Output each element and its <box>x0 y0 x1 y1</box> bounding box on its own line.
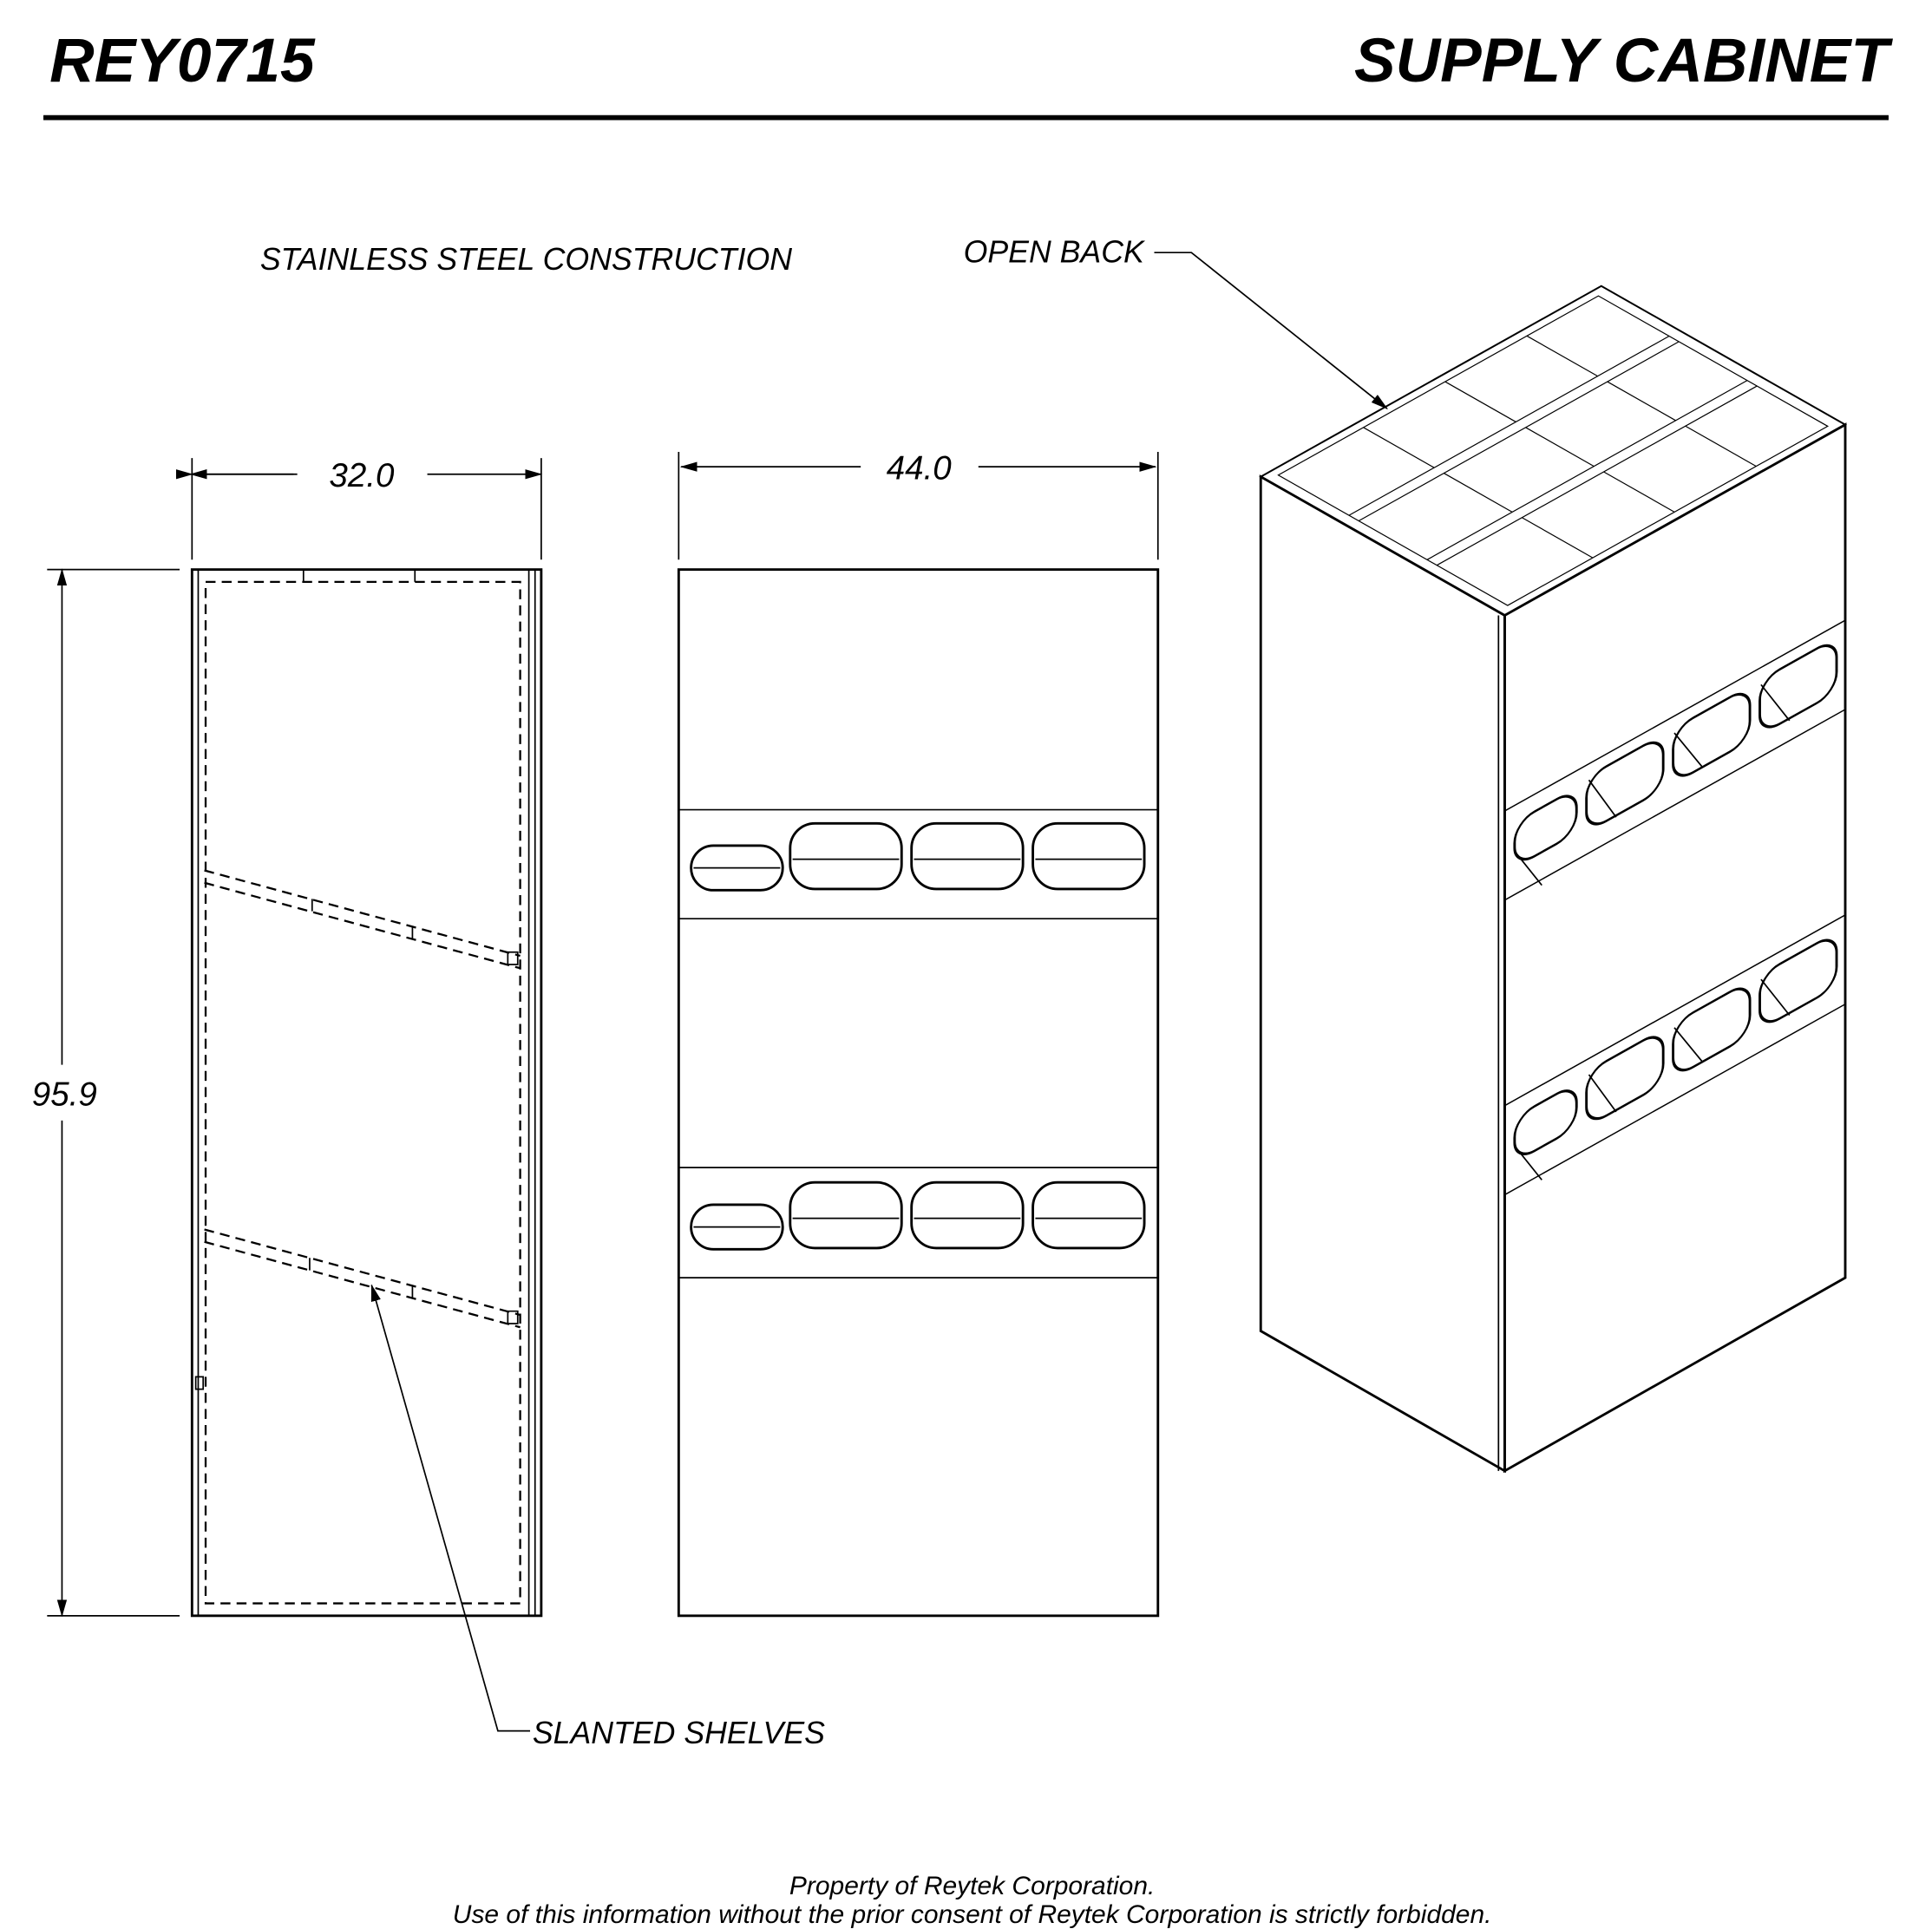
slanted-shelves-leader <box>370 1284 531 1732</box>
front-width-dimension: 44.0 <box>887 449 953 487</box>
slot-row-lower <box>690 1180 1146 1251</box>
front-view: 44.0 <box>677 449 1160 1618</box>
slanted-shelves-note: SLANTED SHELVES <box>533 1716 825 1750</box>
side-width-dimension: 32.0 <box>329 457 395 494</box>
side-view: 32.0 95.9 <box>18 457 543 1618</box>
open-back-leader <box>1154 252 1388 409</box>
footer-property: Property of Reytek Corporation. <box>789 1872 1155 1900</box>
isometric-view <box>1261 286 1845 1474</box>
slot-row-upper <box>690 821 1146 892</box>
height-dimension: 95.9 <box>32 1076 97 1114</box>
part-number: REY0715 <box>49 26 316 95</box>
footer-disclaimer: Use of this information without the prio… <box>453 1900 1492 1929</box>
drawing-title: SUPPLY CABINET <box>1354 26 1893 95</box>
open-back-note: OPEN BACK <box>964 235 1146 270</box>
iso-slots-lower <box>1513 938 1838 1155</box>
iso-slots-upper <box>1513 644 1838 861</box>
material-note: STAINLESS STEEL CONSTRUCTION <box>260 242 792 277</box>
